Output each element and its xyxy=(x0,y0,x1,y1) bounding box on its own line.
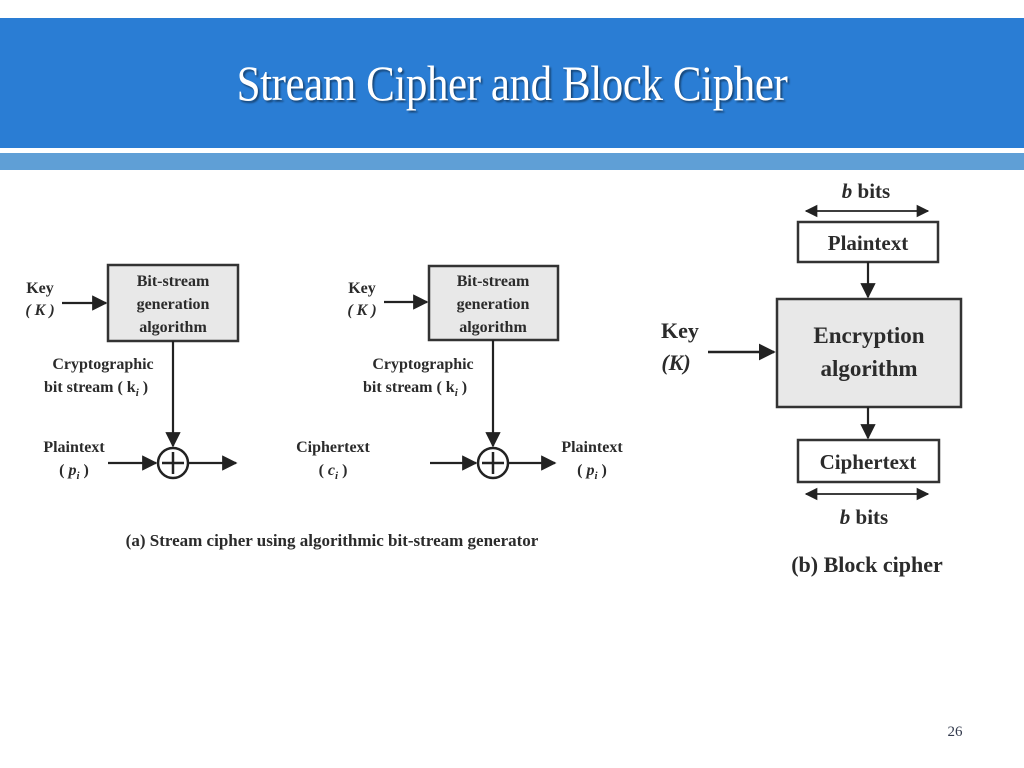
keystream-label: bit stream ( ki ) xyxy=(44,379,148,399)
keystream-label: bit stream ( ki ) xyxy=(363,379,467,399)
stream-cipher-caption: (a) Stream cipher using algorithmic bit-… xyxy=(126,531,539,550)
title-band xyxy=(0,18,1024,148)
slide-title: Stream Cipher and Block Cipher xyxy=(236,55,788,111)
algo-line: Encryption xyxy=(813,323,924,348)
keystream-label: Cryptographic xyxy=(372,356,473,373)
box-line: algorithm xyxy=(139,319,207,336)
stream-encrypt-diagram: Key ( K ) Bit-stream generation algorith… xyxy=(25,263,240,482)
plaintext-block-box xyxy=(796,220,940,264)
box-line: generation xyxy=(137,296,210,313)
plaintext-symbol: ( pi ) xyxy=(59,462,89,482)
plaintext-block-label: Plaintext xyxy=(828,231,908,255)
xor-icon xyxy=(156,446,190,480)
key-symbol: ( K ) xyxy=(347,302,376,319)
block-cipher-diagram: b bits Plaintext Key (K) Encryption algo… xyxy=(661,179,963,577)
stream-decrypt-diagram: Key ( K ) Bit-stream generation algorith… xyxy=(296,264,623,482)
encryption-algorithm-box xyxy=(775,297,963,409)
ciphertext-symbol: ( ci ) xyxy=(319,462,348,482)
box-line: Bit-stream xyxy=(137,273,210,290)
plaintext-symbol: ( pi ) xyxy=(577,462,607,482)
key-label: Key xyxy=(661,318,699,343)
xor-icon xyxy=(476,446,510,480)
block-size-label-bottom: b bits xyxy=(840,505,888,529)
plaintext-label: Plaintext xyxy=(43,439,105,456)
ciphertext-label: Ciphertext xyxy=(296,439,370,456)
key-symbol: ( K ) xyxy=(25,302,54,319)
algo-line: algorithm xyxy=(820,356,917,381)
key-symbol: (K) xyxy=(661,350,690,375)
box-line: generation xyxy=(457,296,530,313)
keystream-label: Cryptographic xyxy=(52,356,153,373)
key-label: Key xyxy=(26,280,54,297)
block-cipher-caption: (b) Block cipher xyxy=(791,552,943,577)
box-line: Bit-stream xyxy=(457,273,530,290)
page-number: 26 xyxy=(947,724,963,740)
key-label: Key xyxy=(348,280,376,297)
block-size-label-top: b bits xyxy=(842,179,890,203)
accent-stripe xyxy=(0,153,1024,170)
ciphertext-block-label: Ciphertext xyxy=(820,450,917,474)
box-line: algorithm xyxy=(459,319,527,336)
ciphertext-block-box xyxy=(796,438,941,484)
plaintext-label: Plaintext xyxy=(561,439,623,456)
